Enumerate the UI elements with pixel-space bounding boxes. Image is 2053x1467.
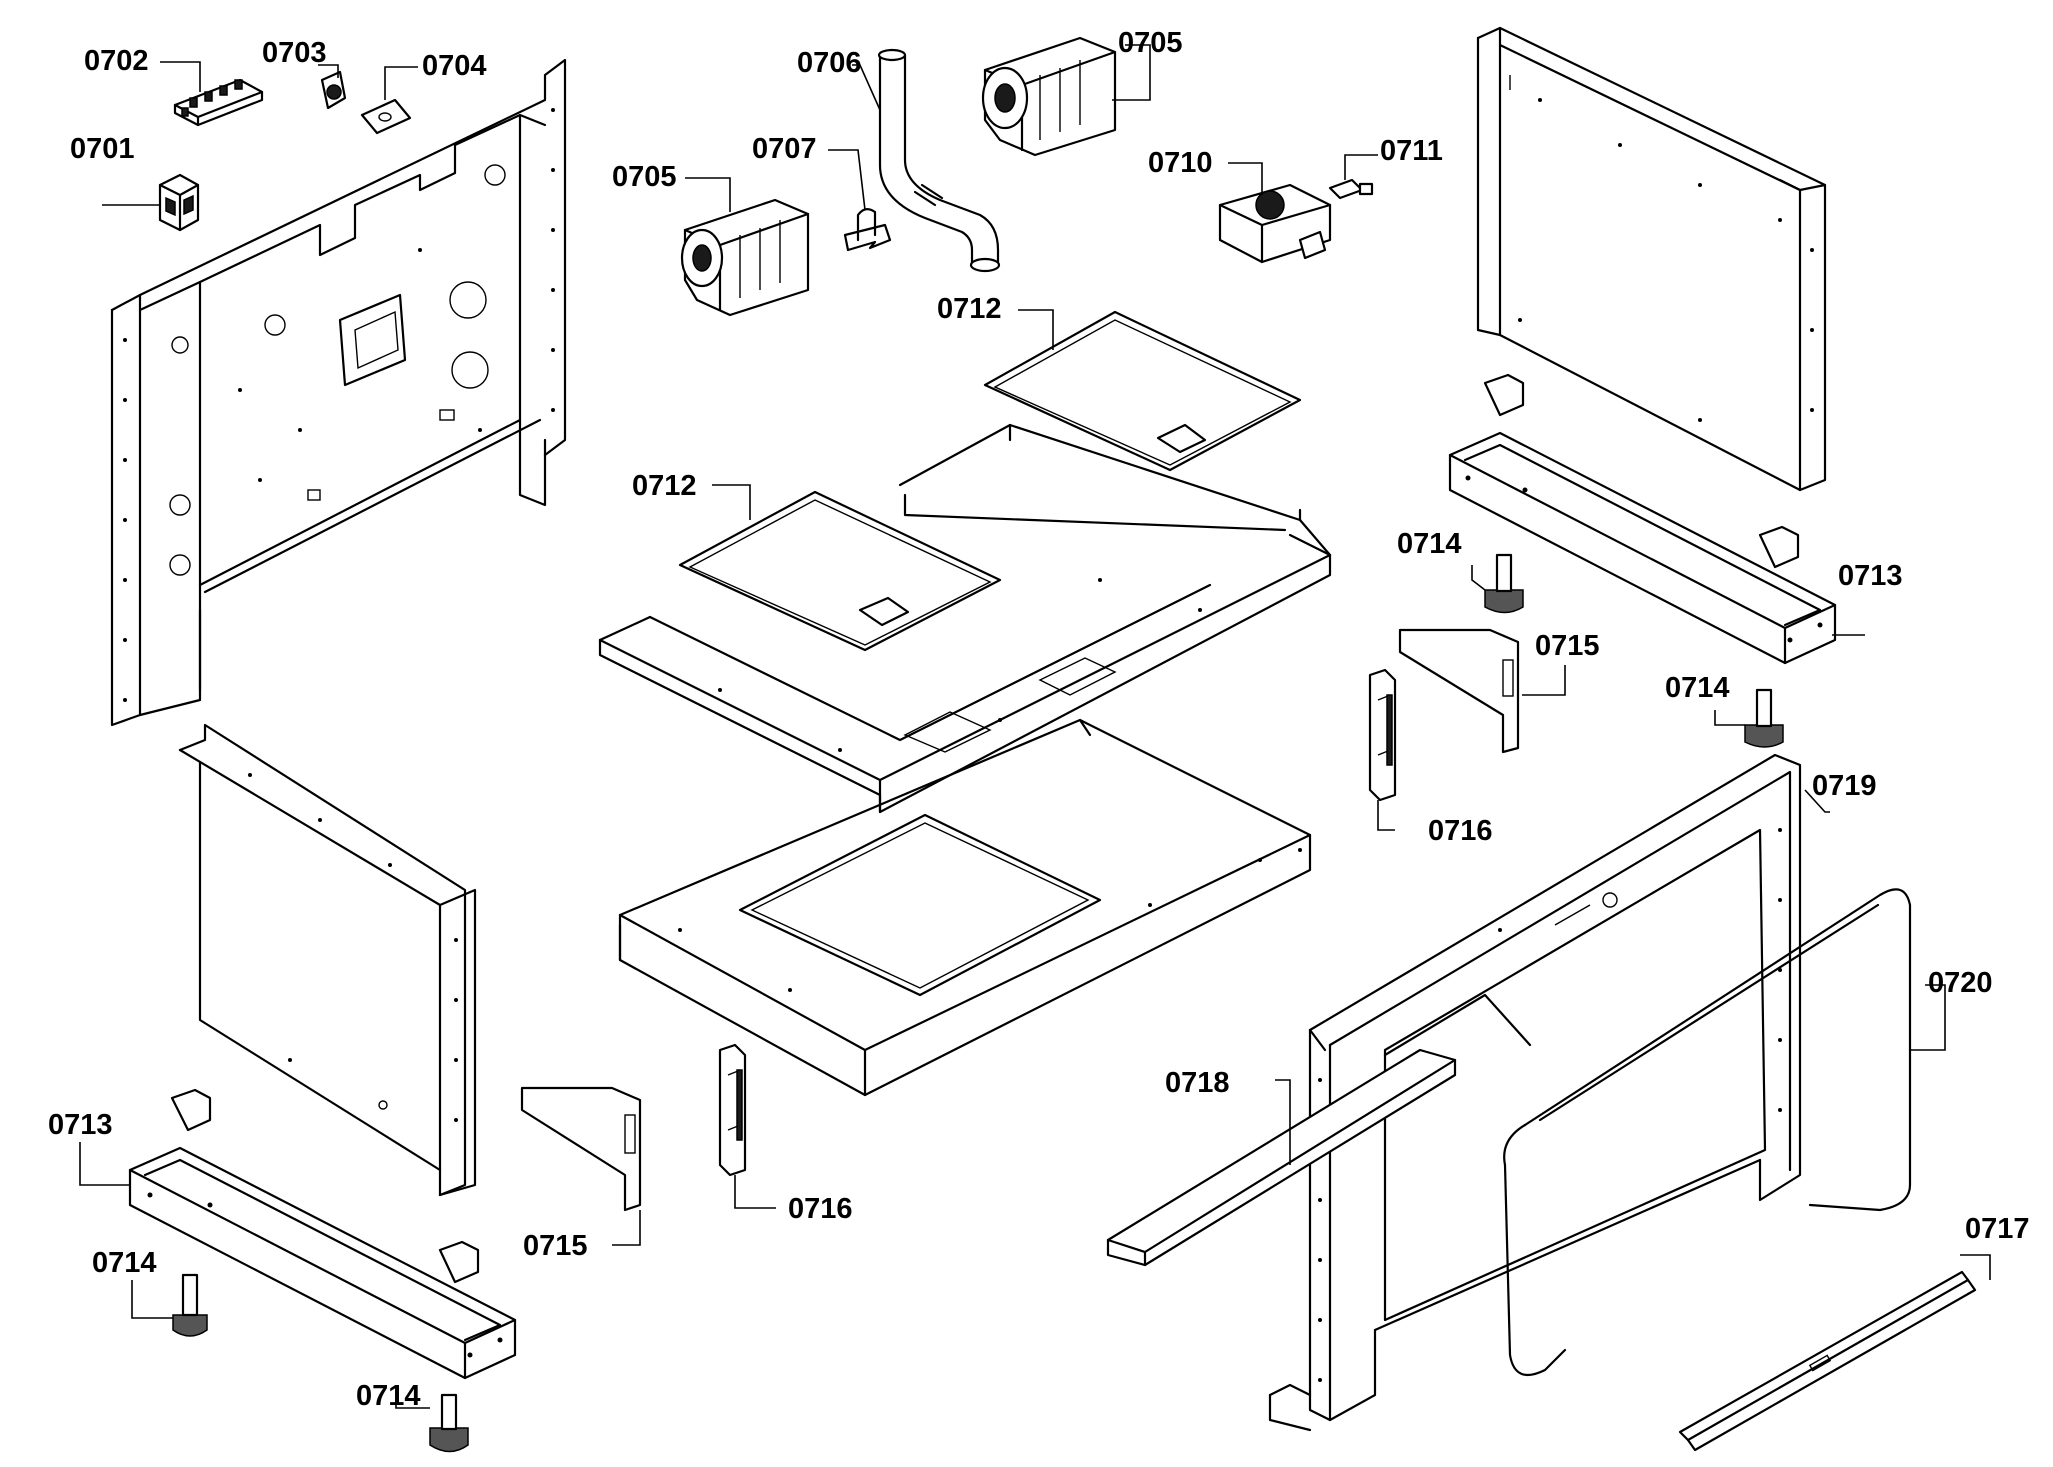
label-0712-lower: 0712	[632, 470, 697, 502]
part-0713-left-rail	[128, 1088, 517, 1380]
part-0716-hinge-left	[718, 1043, 747, 1177]
label-0705-upper: 0705	[1118, 27, 1183, 59]
label-0715-left: 0715	[523, 1230, 588, 1262]
part-0714-foot-3	[1484, 553, 1524, 614]
oven-bottom-tray	[618, 718, 1312, 1097]
label-0714-3: 0714	[1397, 528, 1462, 560]
leader-lines	[79, 44, 1991, 1409]
label-0703: 0703	[262, 37, 327, 69]
label-0704: 0704	[422, 50, 487, 82]
label-0702: 0702	[84, 45, 149, 77]
part-0713-right-rail	[1448, 373, 1837, 665]
part-0705-motor-lower	[680, 198, 810, 317]
right-side-panel	[1476, 26, 1827, 492]
label-0706: 0706	[797, 47, 862, 79]
label-0713-left: 0713	[48, 1109, 113, 1141]
part-0714-foot-2	[429, 1393, 469, 1453]
left-lower-side-panel	[178, 723, 477, 1197]
label-0720: 0720	[1928, 967, 1993, 999]
label-0713-right: 0713	[1838, 560, 1903, 592]
part-0719-front-frame	[1268, 753, 1802, 1432]
part-0718-trough	[1106, 993, 1532, 1267]
part-0703-clip	[320, 70, 347, 110]
part-0712-lower-plate	[678, 490, 1002, 652]
part-0710-control	[1218, 183, 1332, 264]
left-back-panel	[110, 58, 567, 727]
part-0715-bracket-right	[1398, 628, 1520, 754]
part-labels: 0701 0702 0703 0704 0705 0705 0706 0707 …	[48, 27, 2030, 1412]
part-0711-sensor	[1328, 178, 1374, 200]
part-0706-tube	[877, 48, 1001, 273]
label-0712-upper: 0712	[937, 293, 1002, 325]
label-0716-right: 0716	[1428, 815, 1493, 847]
part-0716-hinge-right	[1368, 668, 1397, 802]
label-0705-lower: 0705	[612, 161, 677, 193]
label-0717: 0717	[1965, 1213, 2030, 1245]
label-0714-1: 0714	[92, 1247, 157, 1279]
part-0705-motor-upper	[981, 36, 1117, 157]
label-0711: 0711	[1380, 135, 1443, 167]
label-0714-2: 0714	[356, 1380, 421, 1412]
label-0710: 0710	[1148, 147, 1213, 179]
label-0715-right: 0715	[1535, 630, 1600, 662]
label-0707: 0707	[752, 133, 817, 165]
part-0715-bracket-left	[520, 1086, 642, 1212]
label-0719: 0719	[1812, 770, 1877, 802]
part-0717-trim-strip	[1678, 1270, 1977, 1452]
label-0714-4: 0714	[1665, 672, 1730, 704]
label-0718: 0718	[1165, 1067, 1230, 1099]
part-0704-plate	[360, 98, 412, 135]
label-0716-left: 0716	[788, 1193, 853, 1225]
part-0714-foot-4	[1744, 688, 1784, 748]
part-0702-terminal-block	[173, 78, 264, 127]
oven-top-tray	[598, 423, 1332, 814]
part-0714-foot-1	[172, 1273, 208, 1337]
part-0701-switch	[158, 173, 200, 232]
part-0712-upper-plate	[983, 310, 1302, 472]
part-0720-handle	[1503, 888, 1912, 1377]
label-0701: 0701	[70, 133, 135, 165]
part-0707-clamp	[843, 208, 892, 252]
